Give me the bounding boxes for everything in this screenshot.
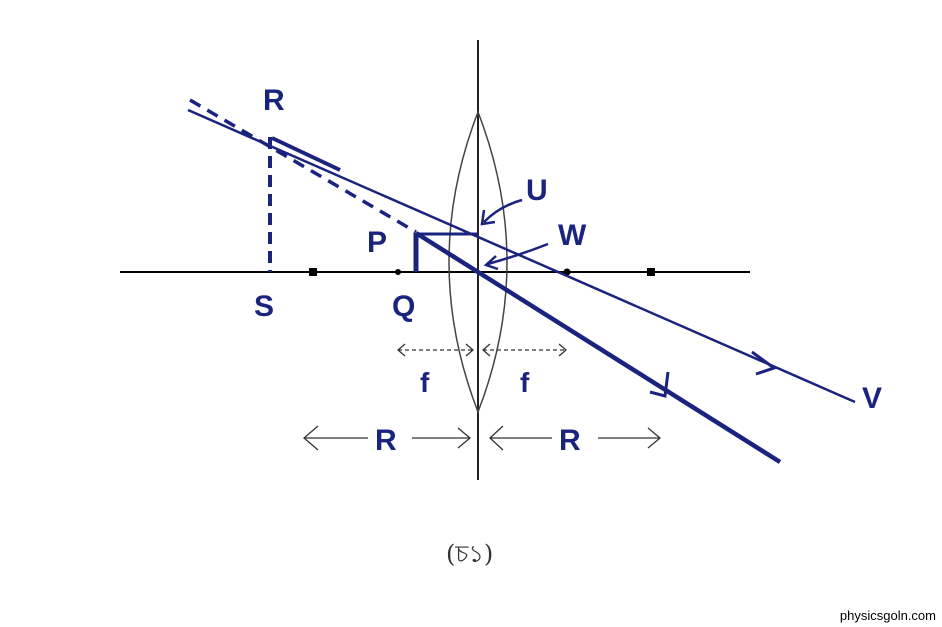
label-v: V (862, 382, 882, 415)
pointer-w (487, 242, 549, 266)
virtual-ray-extension (189, 98, 417, 234)
label-focal-right: f (520, 367, 530, 398)
radius-dim-left-head-b (457, 427, 472, 449)
radius-dim-right-head-b (647, 427, 662, 449)
arrowhead-refracted-ray (649, 371, 670, 398)
label-focal-left: f (420, 367, 430, 398)
refracted-ray (414, 231, 782, 464)
focal-dim-left-head-a (397, 343, 406, 357)
focal-dim-left-head-b (465, 343, 474, 357)
focal-dim-right-head-a (482, 343, 491, 357)
ray-through-center (187, 108, 856, 404)
ray-segment-near-r (271, 136, 341, 172)
label-radius-right: R (559, 424, 581, 457)
label-u: U (526, 174, 548, 207)
focal-dim-right-head-b (558, 343, 567, 357)
point-marker-f2 (563, 268, 571, 276)
arrowhead-ray-v (751, 350, 778, 376)
radius-dim-right-head-a (489, 425, 504, 451)
pointer-u (483, 198, 523, 223)
radius-dim-left-head-a (303, 425, 319, 451)
label-s: S (254, 290, 274, 323)
label-w: W (558, 219, 587, 252)
figure-caption: (চ১) (446, 540, 493, 568)
site-watermark: physicsgoln.com (839, 608, 936, 623)
focal-point-marker-right (647, 268, 655, 276)
label-p: P (367, 226, 387, 259)
label-radius-left: R (375, 424, 397, 457)
label-q: Q (392, 290, 415, 323)
focal-point-marker-left (309, 268, 317, 276)
pointer-u-head (480, 209, 496, 226)
label-r: R (263, 84, 285, 117)
point-marker-q (395, 269, 401, 275)
pointer-w-head (483, 255, 499, 271)
